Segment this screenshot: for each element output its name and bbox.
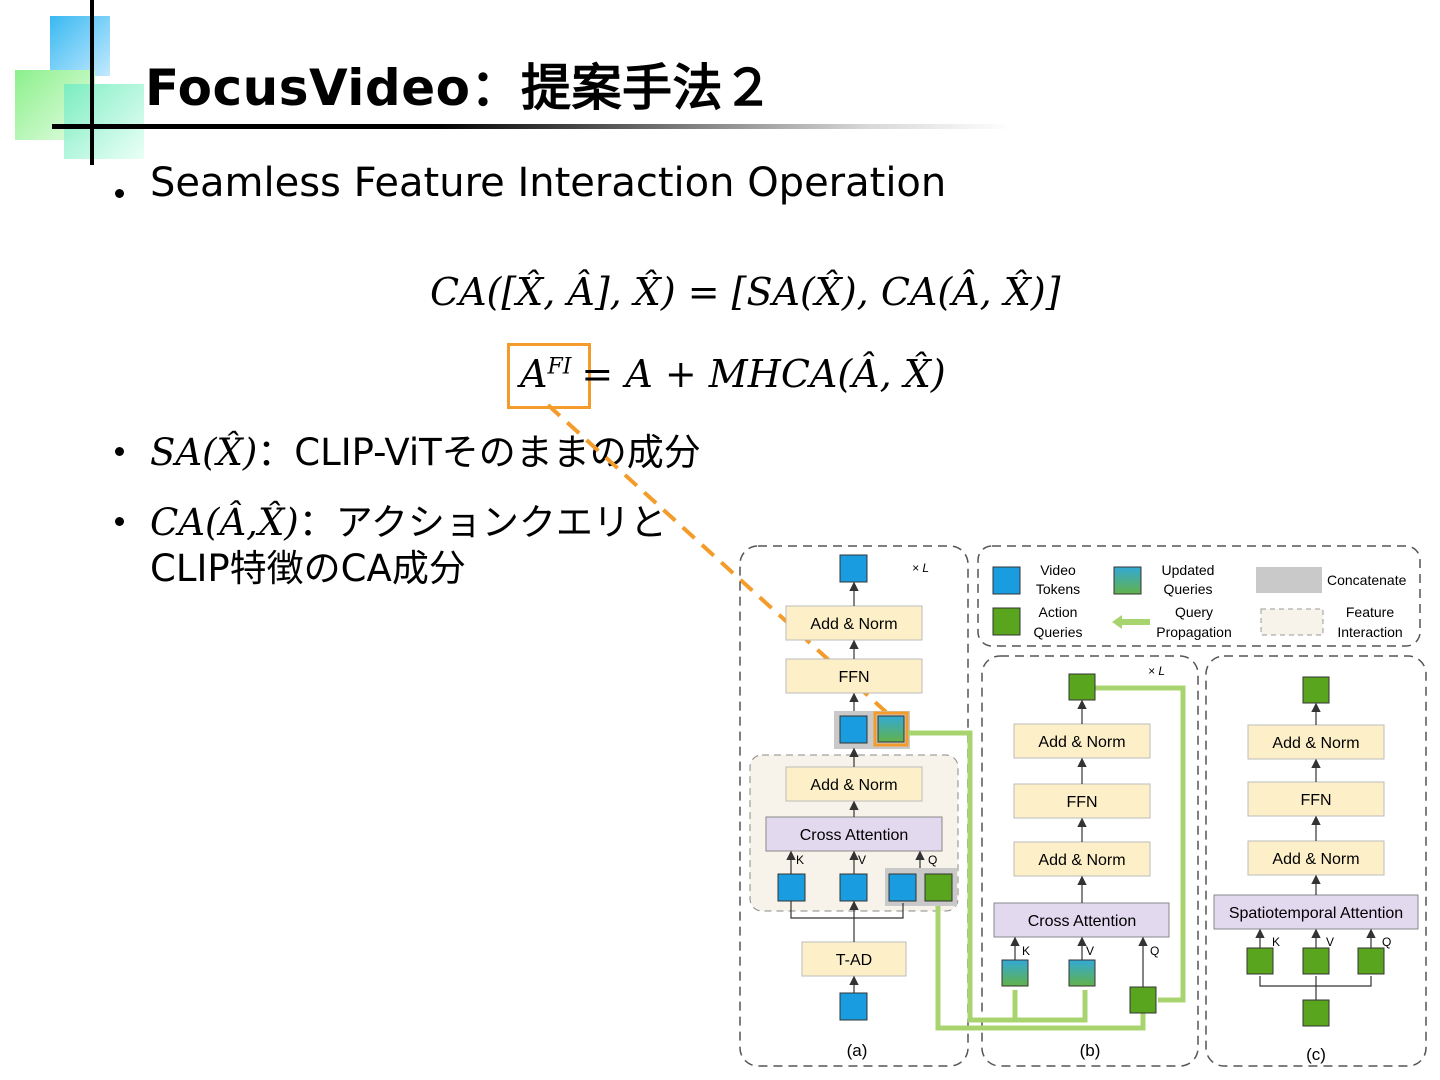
- svg-text:× L: × L: [912, 561, 929, 575]
- b-add-norm-mid: [1013, 841, 1151, 877]
- c-token-v: [1302, 947, 1330, 975]
- a-updated-query: [877, 715, 905, 743]
- legend-propagation-label: Query: [1175, 604, 1213, 620]
- svg-text:Q: Q: [1382, 935, 1391, 949]
- a-ffn: [785, 658, 923, 694]
- a-token-v: [839, 873, 868, 902]
- legend-frame: [977, 545, 1421, 647]
- c-token-q: [1357, 947, 1385, 975]
- c-add-norm-mid: [1247, 840, 1385, 876]
- bullet-dot: [115, 441, 124, 460]
- svg-text:K: K: [1272, 935, 1280, 949]
- svg-text:T-AD: T-AD: [836, 952, 872, 969]
- title-underline: [52, 124, 1012, 129]
- panel-b-frame: [981, 655, 1199, 1067]
- a-q-action-query: [924, 873, 953, 902]
- a-token-k: [777, 873, 806, 902]
- legend-fi-label: Feature: [1346, 604, 1394, 620]
- bullet-dot: [115, 183, 124, 202]
- svg-text:Q: Q: [1150, 944, 1159, 958]
- svg-text:Add & Norm: Add & Norm: [1272, 851, 1359, 868]
- a-add-norm-top: [785, 605, 923, 641]
- query-propagation-paths: [908, 685, 1186, 1031]
- legend-video-label: Video: [1040, 562, 1076, 578]
- c-ffn: [1247, 781, 1385, 817]
- svg-text:× L: × L: [1148, 664, 1165, 678]
- svg-text:Add & Norm: Add & Norm: [1272, 735, 1359, 752]
- caption-a: (a): [847, 1041, 868, 1060]
- svg-text:FFN: FFN: [1300, 792, 1331, 809]
- c-output-query: [1302, 676, 1330, 704]
- decor-square-blue: [50, 16, 110, 76]
- svg-text:Tokens: Tokens: [1036, 581, 1080, 597]
- svg-text:Interaction: Interaction: [1337, 624, 1402, 640]
- svg-text:Queries: Queries: [1033, 624, 1082, 640]
- decor-vertical-line: [90, 0, 94, 165]
- bullet-seamless: Seamless Feature Interaction Operation: [150, 160, 947, 206]
- svg-text:V: V: [1326, 935, 1334, 949]
- caption-c: (c): [1306, 1045, 1326, 1064]
- bullet-dot: [115, 511, 124, 530]
- panel-c-frame: [1205, 655, 1427, 1067]
- svg-text:V: V: [858, 853, 866, 867]
- b-token-v: [1068, 959, 1096, 987]
- svg-text:FFN: FFN: [1066, 794, 1097, 811]
- a-output-token: [839, 554, 868, 583]
- svg-text:Propagation: Propagation: [1156, 624, 1232, 640]
- legend-action-swatch: [992, 607, 1021, 636]
- bullet-sa: SA(X̂)：CLIP-ViTそのままの成分: [150, 431, 701, 474]
- svg-text:FFN: FFN: [838, 669, 869, 686]
- a-input-token: [839, 992, 868, 1021]
- b-cross-attention: [993, 902, 1170, 938]
- legend-concat-swatch: [1256, 567, 1322, 593]
- svg-text:Add & Norm: Add & Norm: [810, 777, 897, 794]
- b-add-norm-top: [1013, 723, 1151, 759]
- legend-updated-label: Updated: [1162, 562, 1215, 578]
- legend-video-swatch: [992, 566, 1021, 595]
- caption-b: (b): [1080, 1041, 1101, 1060]
- slide-title: FocusVideo：提案手法２: [145, 59, 774, 117]
- svg-text:K: K: [796, 853, 804, 867]
- equation-afi: AFI= A + MHCA(Â, X̂): [520, 352, 946, 396]
- a-add-norm-mid: [785, 766, 923, 802]
- decor-square-teal: [64, 84, 144, 159]
- legend-action-label: Action: [1039, 604, 1078, 620]
- svg-text:V: V: [1086, 944, 1094, 958]
- a-highlight-box: [873, 711, 909, 747]
- bullet-ca-line2: CLIP特徴のCA成分: [150, 547, 466, 590]
- svg-text:Add & Norm: Add & Norm: [1038, 852, 1125, 869]
- a-concat-video-token: [839, 715, 868, 744]
- a-t-ad: [801, 941, 907, 977]
- b-token-q: [1129, 986, 1157, 1014]
- svg-text:Cross Attention: Cross Attention: [1028, 913, 1137, 930]
- b-output-query: [1068, 673, 1096, 701]
- bullet-ca: CA(Â,X̂)：アクションクエリと: [150, 501, 667, 544]
- svg-text:Queries: Queries: [1163, 581, 1212, 597]
- c-input-query: [1302, 999, 1330, 1027]
- svg-text:Spatiotemporal Attention: Spatiotemporal Attention: [1229, 905, 1403, 922]
- a-q-video-token: [888, 873, 917, 902]
- panel-a-frame: [739, 545, 969, 1067]
- svg-text:Cross Attention: Cross Attention: [800, 827, 909, 844]
- legend-concat-label: Concatenate: [1327, 572, 1407, 588]
- legend-updated-swatch: [1113, 566, 1142, 595]
- b-token-k: [1001, 959, 1029, 987]
- c-add-norm-top: [1247, 724, 1385, 760]
- svg-text:Add & Norm: Add & Norm: [810, 616, 897, 633]
- legend-fi-swatch: [1260, 608, 1324, 636]
- svg-text:Add & Norm: Add & Norm: [1038, 734, 1125, 751]
- equation-ca: CA([X̂, Â], X̂) = [SA(X̂), CA(Â, X̂)]: [430, 270, 1061, 314]
- svg-text:K: K: [1022, 944, 1030, 958]
- c-token-k: [1246, 947, 1274, 975]
- a-cross-attention: [765, 816, 943, 852]
- svg-text:Q: Q: [928, 853, 937, 867]
- c-spatiotemporal-attention: [1213, 894, 1419, 930]
